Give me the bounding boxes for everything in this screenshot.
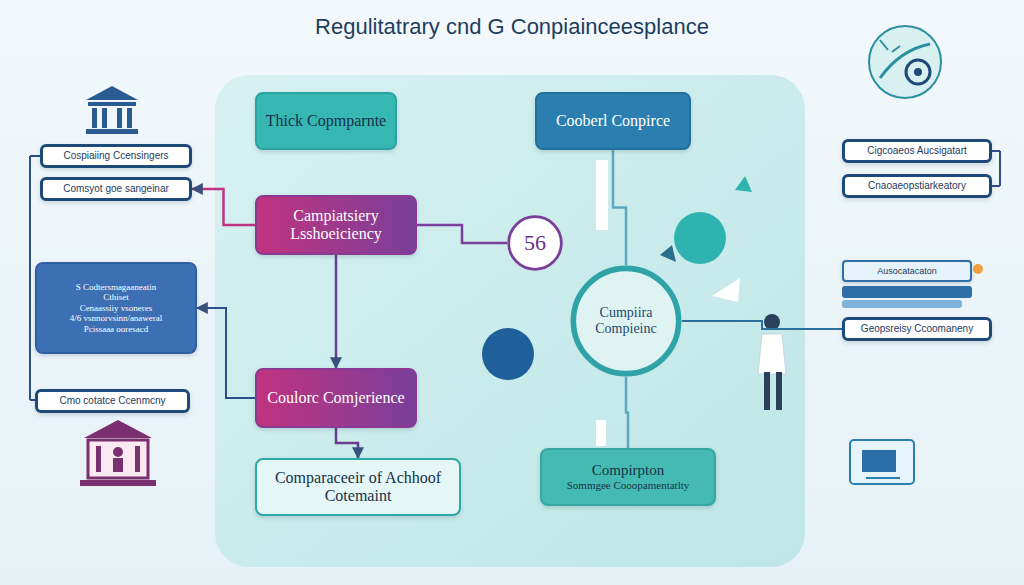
- note-box: S CodtersmagaaneatinCthisetCenaassiiy vs…: [35, 262, 197, 354]
- node-subtext: 4/6 vsnnorvsinn/anaweral: [70, 313, 163, 323]
- node-text: Cospiaiing Ccensingers: [63, 150, 168, 162]
- globe-icon: [869, 26, 941, 98]
- decor-circle: [482, 328, 534, 380]
- connector-arrow: [336, 428, 358, 458]
- process-box: Coulorc Comjerience: [255, 368, 417, 428]
- connector-wire: [30, 155, 40, 157]
- node-subtext: Cthiset: [103, 292, 129, 302]
- node-text: Cigcoaeos Aucsigatart: [867, 145, 967, 157]
- document-icon: [850, 440, 914, 484]
- number-circle: 56: [507, 215, 563, 271]
- connector-arrow: [613, 150, 626, 265]
- process-box: CompirptonSommgee Cooopamentatlty: [540, 448, 716, 506]
- circle-shape: [573, 268, 678, 373]
- node-text: S Codtersmagaaneatin: [76, 282, 157, 292]
- node-text: Campiatsiery Lsshoeiciency: [265, 207, 407, 244]
- process-box: Comparaceeir of Achhoof Cotemaint: [255, 458, 461, 516]
- decor-shape: [660, 245, 676, 262]
- node-text: Comsyot goe sangeinar: [63, 183, 169, 195]
- node-text: Cmo cotatce Ccenmcny: [59, 395, 165, 407]
- process-circle: Cumpiira Compieinc: [570, 265, 682, 377]
- label-pill: Geopsreisy Ccoomaneny: [842, 317, 992, 341]
- connector-wire: [29, 156, 31, 400]
- circle-shape: [509, 217, 562, 270]
- node-text: Comparaceeir of Achhoof Cotemaint: [265, 469, 451, 506]
- node-text: 56: [524, 230, 546, 255]
- building-icon: [86, 86, 138, 134]
- decor-shape: [712, 278, 740, 302]
- node-text: Ausocatacaton: [877, 266, 937, 276]
- decor-circle: [674, 212, 726, 264]
- process-box: Campiatsiery Lsshoeiciency: [255, 195, 417, 255]
- node-subtext: Pcissaaa ooresacd: [84, 324, 149, 334]
- connector-wire: [999, 151, 1001, 186]
- node-text: Compirpton: [592, 462, 665, 479]
- diagram-title: Regulitatrary cnd G Conpiainceesplance: [0, 14, 1024, 40]
- band: [842, 286, 972, 298]
- band-label: Ausocatacaton: [842, 260, 972, 282]
- connector-arrow: [335, 255, 338, 368]
- node-text: Cnaoaeopstiarkeatory: [868, 180, 966, 192]
- node-text: Geopsreisy Ccoomaneny: [861, 323, 973, 335]
- process-box: Thick Copmparnte: [255, 92, 397, 150]
- label-pill: Cmo cotatce Ccenmcny: [35, 389, 190, 413]
- node-subtext: Sommgee Cooopamentatlty: [567, 479, 690, 492]
- decor-bar: [596, 420, 606, 446]
- dot: [973, 264, 983, 274]
- decor-bar: [596, 160, 608, 230]
- band: [842, 300, 962, 308]
- process-box: Cooberl Conpirce: [535, 92, 691, 150]
- connector-arrow: [197, 308, 255, 398]
- connector-arrow: [417, 225, 507, 243]
- decor-shape: [735, 176, 752, 192]
- building-icon: [80, 420, 156, 486]
- connector-wire: [992, 185, 1000, 187]
- connector-arrow: [626, 377, 628, 448]
- connector-arrow: [192, 189, 255, 225]
- label-pill: Cigcoaeos Aucsigatart: [842, 139, 992, 163]
- node-text: Thick Copmparnte: [266, 112, 386, 130]
- label-pill: Comsyot goe sangeinar: [40, 177, 192, 201]
- label-pill: Cnaoaeopstiarkeatory: [842, 174, 992, 198]
- label-pill: Cospiaiing Ccensingers: [40, 144, 192, 168]
- node-text: Coulorc Comjerience: [267, 389, 404, 407]
- connector-wire: [992, 150, 1000, 152]
- node-subtext: Cenaassiiy vsoneres: [80, 303, 153, 313]
- node-text: Cumpiira Compieinc: [578, 305, 674, 337]
- node-text: Cooberl Conpirce: [556, 112, 670, 130]
- connector-arrow: [682, 321, 842, 329]
